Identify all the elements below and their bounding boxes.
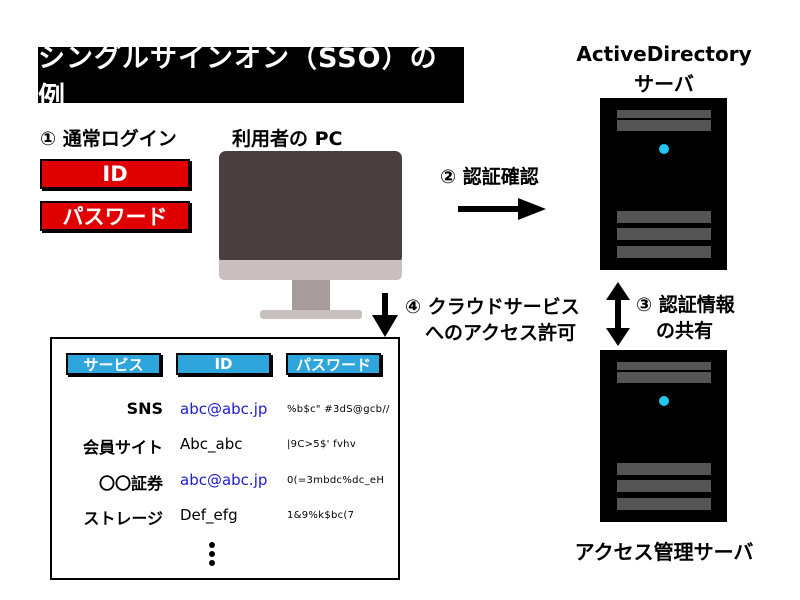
monitor-stand-base xyxy=(260,310,362,319)
password-box: パスワード xyxy=(40,201,190,231)
access-server-led xyxy=(659,396,669,406)
step2-label: ② 認証確認 xyxy=(440,166,539,188)
ad-server-icon xyxy=(600,98,727,270)
ad-server-label-line2: サーバ xyxy=(634,72,694,96)
table-row-service: SNS xyxy=(126,399,163,418)
table-row-service: ストレージ xyxy=(83,509,163,528)
step3-label-line2: の共有 xyxy=(656,320,714,342)
ad-server-label-line1: ActiveDirectory xyxy=(576,42,752,66)
table-row-password: |9C>5$' fvhv xyxy=(287,439,357,450)
table-row-id: abc@abc.jp xyxy=(180,471,268,489)
access-server-icon xyxy=(600,350,727,522)
table-row-service: 会員サイト xyxy=(82,438,163,457)
table-row-id: Abc_abc xyxy=(180,435,243,453)
ad-server-led xyxy=(659,144,669,154)
step4-label-line2: へのアクセス許可 xyxy=(425,322,577,344)
table-header-service: サービス xyxy=(66,353,161,375)
id-box: ID xyxy=(40,159,190,189)
step3-label-line1: ③ 認証情報 xyxy=(636,294,735,316)
table-row-service: 〇〇証券 xyxy=(98,474,163,493)
ellipsis-dot xyxy=(209,560,215,566)
table-header-password: パスワード xyxy=(286,353,381,375)
bidirectional-arrow-icon xyxy=(606,282,630,346)
monitor-neck xyxy=(292,280,330,312)
monitor-screen xyxy=(219,151,402,264)
diagram-title: シングルサインオン（SSO）の例 xyxy=(38,43,464,113)
right-arrow-icon xyxy=(458,198,546,220)
table-row-password: %b$c" #3dS@gcb// xyxy=(287,404,390,415)
ellipsis-dot xyxy=(209,551,215,557)
step1-label: ① 通常ログイン xyxy=(40,128,177,150)
step4-label-line1: ④ クラウドサービス xyxy=(405,296,580,318)
table-row-id: Def_efg xyxy=(180,506,238,524)
ellipsis-dot xyxy=(209,542,215,548)
pc-label: 利用者の PC xyxy=(232,128,343,150)
pc-illustration xyxy=(219,151,402,319)
credentials-table xyxy=(50,337,400,580)
table-row-password: 0(=3mbdc%dc_eH xyxy=(287,475,385,486)
access-server-label: アクセス管理サーバ xyxy=(574,540,754,564)
table-row-id: abc@abc.jp xyxy=(180,400,268,418)
down-arrow-icon xyxy=(372,293,398,337)
table-header-id: ID xyxy=(176,353,271,375)
table-row-password: 1&9%k$bc(7 xyxy=(287,510,355,521)
